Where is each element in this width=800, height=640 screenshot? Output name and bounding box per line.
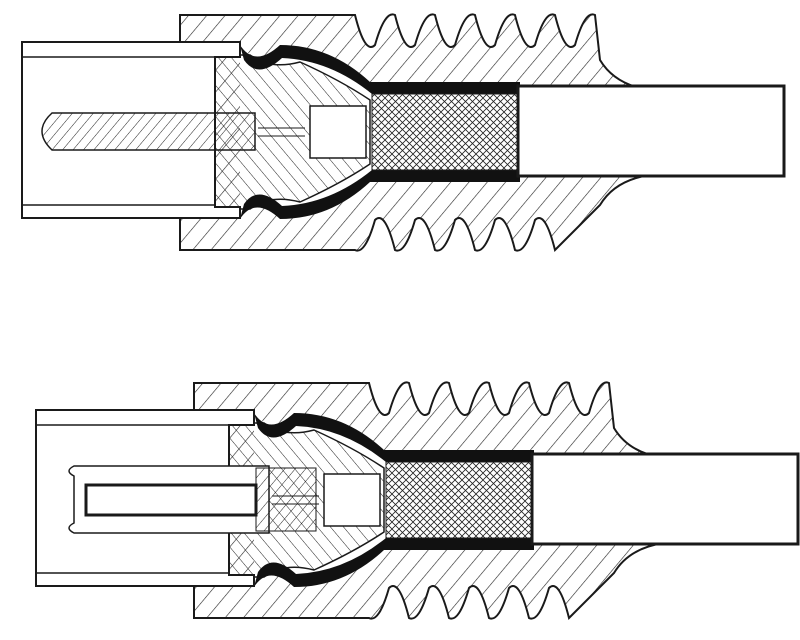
dielectric-core (323, 473, 381, 527)
insulator (214, 54, 371, 210)
socket-base (255, 467, 317, 532)
ferrule-bottom (254, 538, 534, 587)
dielectric-core (309, 105, 367, 159)
socket-bore (84, 483, 258, 517)
male-connector (21, 13, 786, 252)
center-pin (41, 112, 256, 151)
ferrule-top (254, 413, 534, 462)
cable-jacket (516, 84, 786, 178)
ferrule-top (240, 45, 520, 94)
ferrule-bottom (240, 170, 520, 219)
female-connector (35, 381, 800, 620)
cable-braid (385, 461, 533, 539)
cable-jacket (530, 452, 800, 546)
cable-braid (371, 93, 519, 171)
